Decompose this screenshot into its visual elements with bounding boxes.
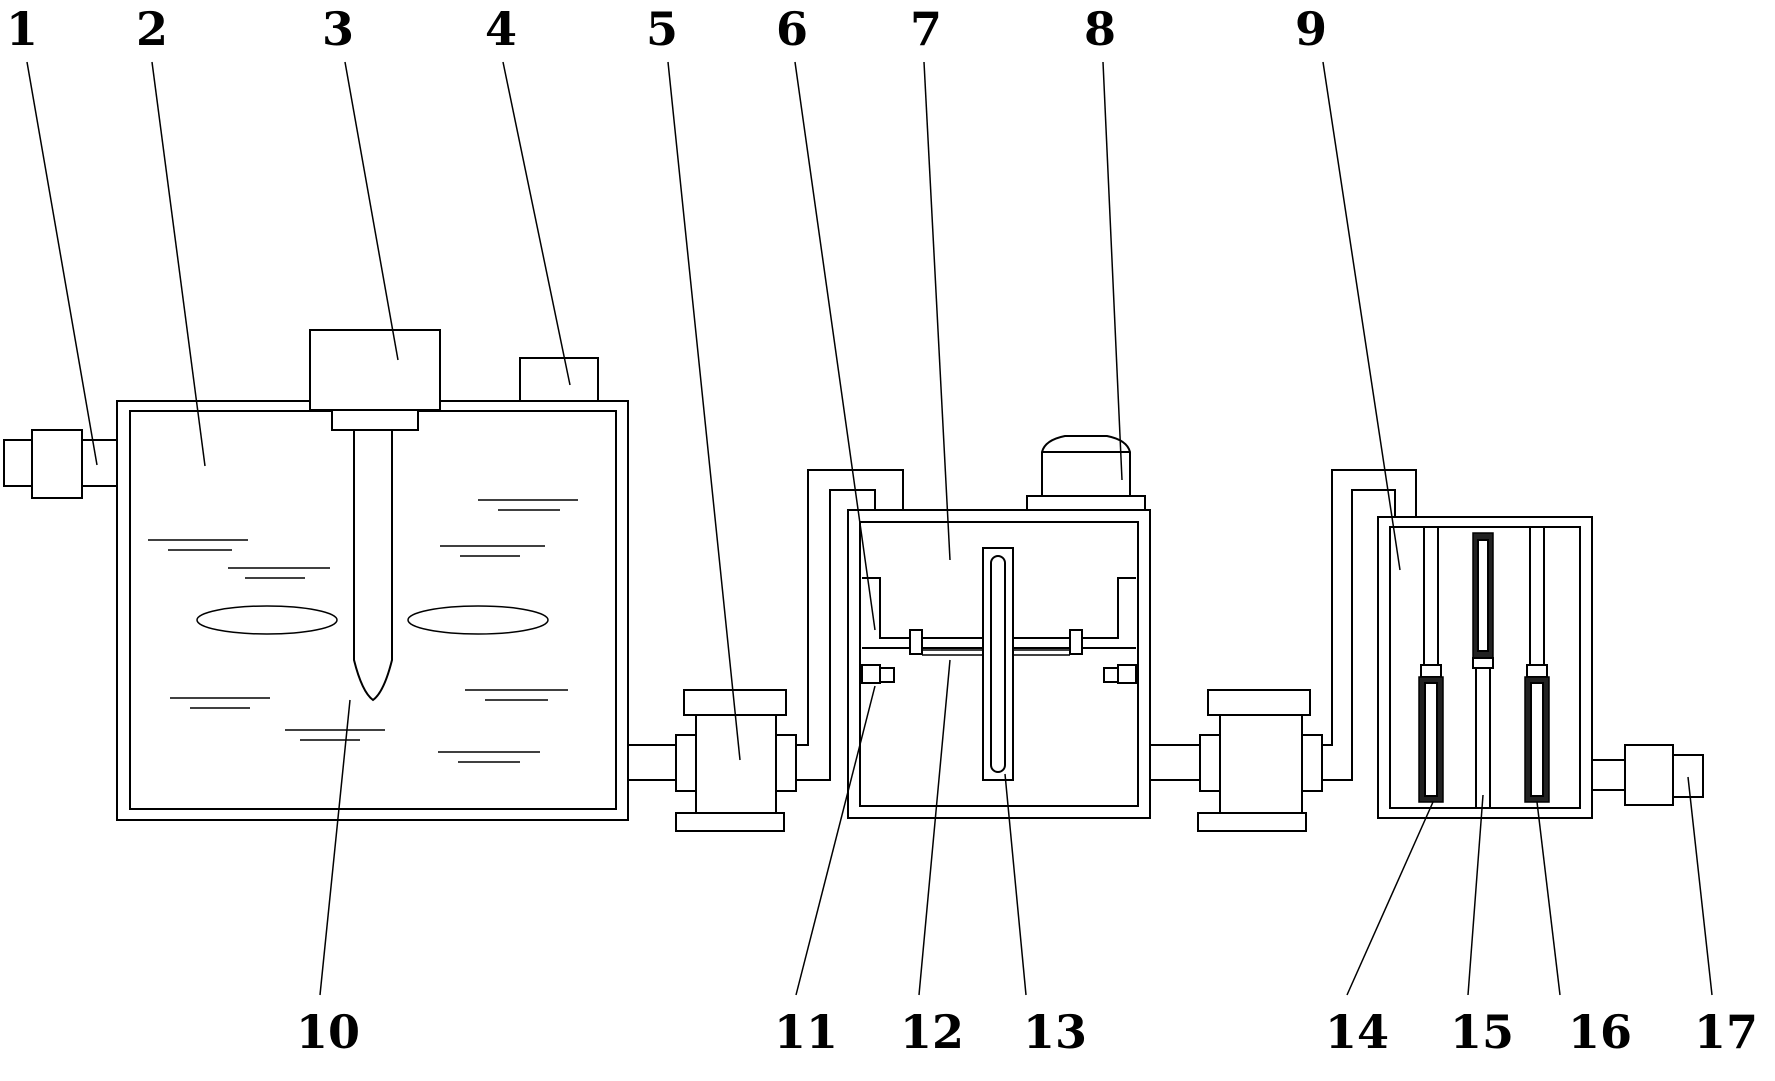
label-3: 3 — [322, 2, 354, 56]
uv-lamp-15 — [1472, 532, 1494, 669]
label-4: 4 — [485, 2, 517, 56]
filter-motor — [1026, 435, 1146, 511]
pipe-pump1-to-filter — [796, 469, 904, 781]
stirring-motor — [309, 329, 441, 431]
small-box-on-lid — [519, 357, 599, 402]
label-15: 15 — [1450, 1005, 1514, 1059]
pipe-tank-to-pump — [628, 744, 676, 781]
label-14: 14 — [1325, 1005, 1389, 1059]
callout-labels: 1 2 3 4 5 6 7 8 9 10 11 12 13 14 15 16 1… — [6, 2, 1758, 1059]
pipe-pump2-to-uv — [1322, 469, 1417, 781]
uv-lamp-14 — [1418, 664, 1444, 803]
label-5: 5 — [646, 2, 678, 56]
label-13: 13 — [1023, 1005, 1087, 1059]
label-1: 1 — [6, 2, 38, 56]
label-10: 10 — [296, 1005, 360, 1059]
label-17: 17 — [1694, 1005, 1758, 1059]
inlet-pipe — [3, 429, 118, 499]
liquid-lines — [148, 499, 578, 763]
leader-lines — [26, 61, 1713, 996]
label-8: 8 — [1084, 2, 1116, 56]
uv-lamp-16 — [1524, 664, 1550, 803]
label-11: 11 — [774, 1005, 838, 1059]
label-7: 7 — [910, 2, 942, 56]
filter-central-rod — [982, 547, 1014, 781]
label-9: 9 — [1295, 2, 1327, 56]
label-2: 2 — [136, 2, 168, 56]
pipe-filter-to-pump2 — [1150, 744, 1200, 781]
label-12: 12 — [900, 1005, 964, 1059]
pump-2 — [1197, 689, 1323, 832]
label-6: 6 — [776, 2, 808, 56]
pump-1 — [675, 689, 797, 832]
label-16: 16 — [1568, 1005, 1632, 1059]
filter-tank — [847, 509, 1151, 819]
stirring-shaft — [196, 429, 549, 702]
filter-support-brackets — [861, 664, 1137, 684]
outlet-pipe — [1592, 744, 1704, 806]
